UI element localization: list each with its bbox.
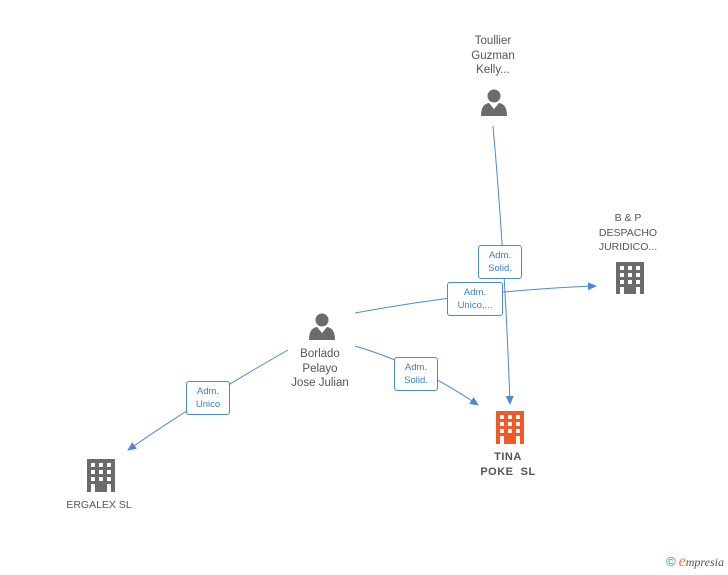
brand-logo-initial: e: [678, 553, 686, 570]
node-label-bp[interactable]: B & P DESPACHO JURIDICO...: [598, 212, 658, 253]
node-label-borlado[interactable]: Borlado Pelayo Jose Julian: [291, 348, 349, 389]
edge-label-toullier-tina[interactable]: Adm. Solid.: [478, 245, 522, 279]
edge-label-borlado-tina[interactable]: Adm. Solid.: [394, 357, 438, 391]
main-building-icon[interactable]: [496, 411, 524, 444]
building-icon[interactable]: [616, 262, 644, 294]
node-label-tina[interactable]: TINA POKE SL: [480, 451, 536, 478]
edge-label-borlado-bp[interactable]: Adm. Unico,...: [447, 282, 503, 316]
person-icon[interactable]: [309, 313, 335, 341]
brand-logo-text: mpresia: [685, 555, 724, 569]
node-label-toullier[interactable]: Toullier Guzman Kelly...: [471, 35, 515, 76]
person-icon[interactable]: [481, 89, 507, 117]
node-label-ergalex[interactable]: ERGALEX SL: [66, 499, 132, 511]
footer-brand: ©empresia: [666, 553, 724, 571]
building-icon[interactable]: [87, 459, 115, 492]
copyright-icon: ©: [666, 554, 676, 569]
edge-label-borlado-ergalex[interactable]: Adm. Unico: [186, 381, 230, 415]
